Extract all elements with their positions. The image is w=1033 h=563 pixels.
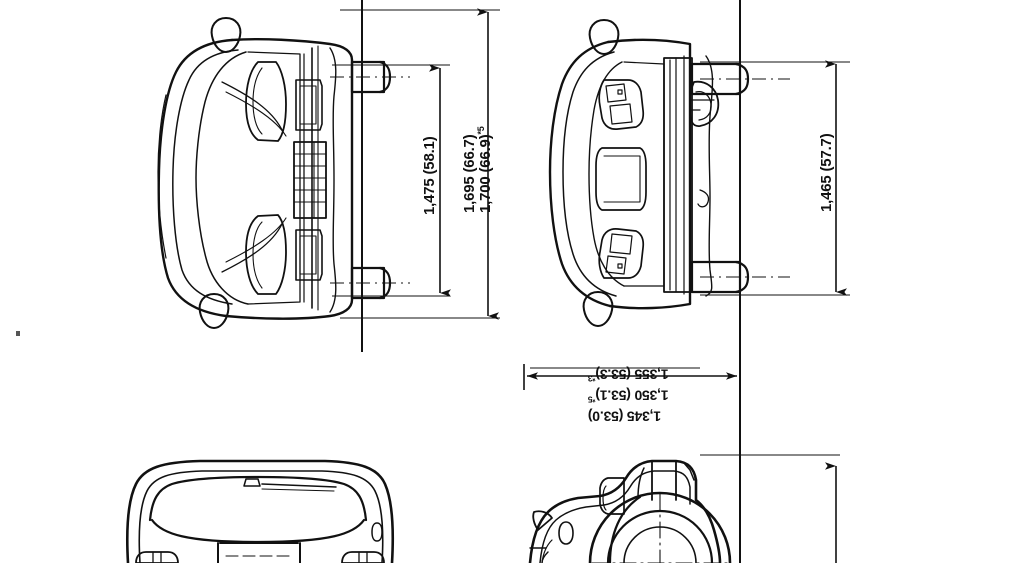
top-view-drawing: [125, 459, 395, 563]
dimension-label-rear-tread-group: 1,345 (53.0) 1,350 (53.1)*5 1,355 (53.3)…: [588, 366, 728, 424]
dimension-label-tread-1345: 1,345 (53.0): [588, 408, 662, 425]
front-view-drawing: [157, 17, 392, 329]
dimension-note-marker-tread-1355: *3: [588, 373, 596, 384]
front-height-dimension: [332, 64, 451, 297]
dimension-label-rear-height: 1,465 (57.7): [818, 133, 835, 213]
dimension-note-marker-tread-1350: *5: [588, 394, 596, 405]
dimension-label-tread-1355: 1,355 (53.3)*3: [588, 366, 728, 387]
dimension-label-tread-1355-value: 1,355 (53.3): [595, 367, 669, 383]
rear-height-dimension: [700, 60, 850, 296]
side-view-drawing: [528, 459, 733, 563]
rear-view-centerlines: [700, 0, 790, 563]
front-overall-height-dimension: [340, 8, 500, 320]
dimension-label-front-height: 1,475 (58.1): [421, 136, 438, 216]
dimension-label-tread-1350-value: 1,350 (53.1): [595, 387, 669, 404]
dimension-label-overall-height-max-value: 1,700 (66.9): [477, 134, 494, 214]
rear-view-drawing: [548, 19, 750, 327]
dimension-label-tread-1350: 1,350 (53.1)*5: [588, 387, 728, 408]
dimension-label-overall-height-max: 1,700 (66.9)*5: [476, 126, 494, 213]
dimension-note-marker-overall-height: *5: [476, 126, 486, 135]
scan-artifact-speck: [16, 331, 20, 336]
front-view-centerlines: [330, 0, 410, 352]
rear-tread-dimension: [523, 352, 741, 392]
